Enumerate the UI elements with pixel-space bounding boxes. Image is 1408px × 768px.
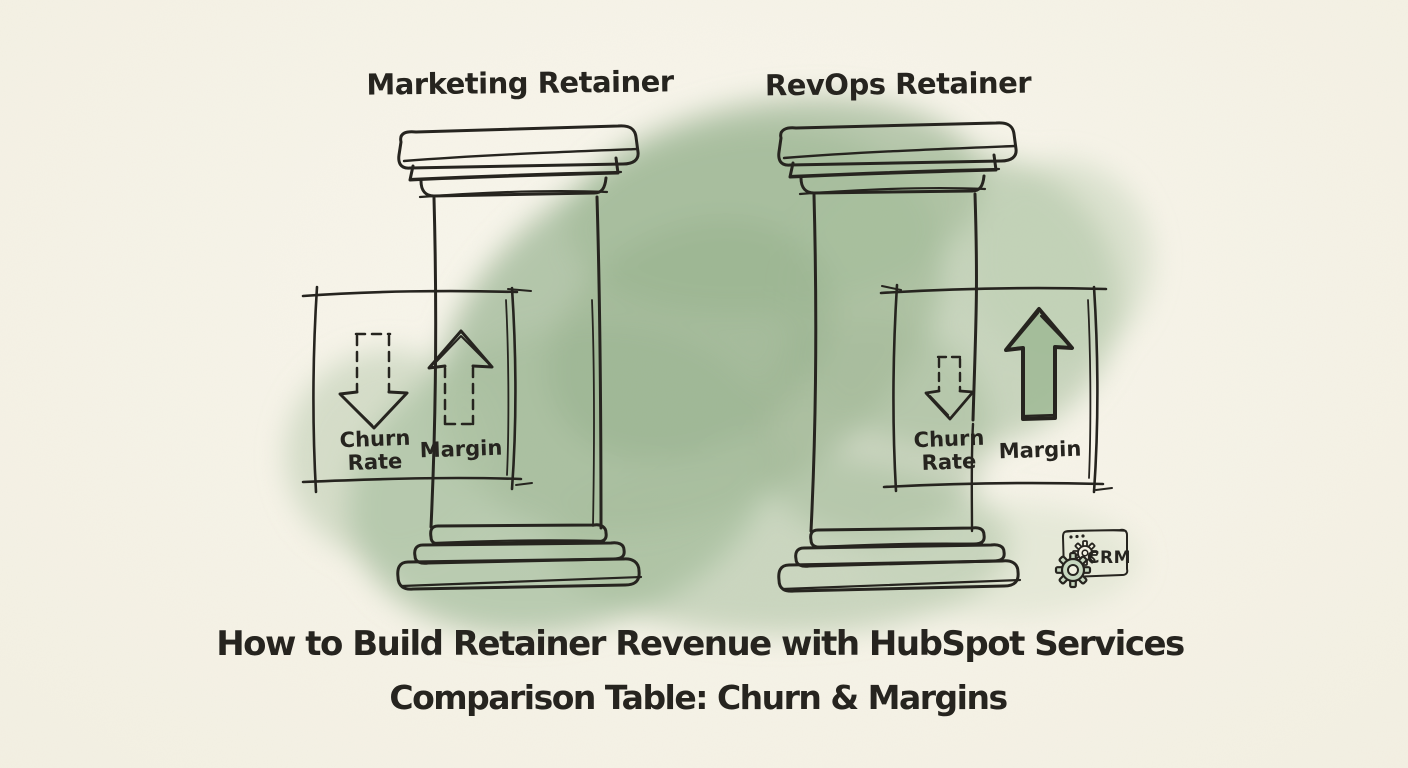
left-margin-label: Margin — [419, 435, 503, 463]
left-pillar-drawing — [396, 124, 643, 591]
left-margin-up-arrow-icon — [427, 329, 494, 426]
caption-line1: How to Build Retainer Revenue with HubSp… — [216, 624, 1185, 664]
right-margin-label: Margin — [998, 436, 1082, 464]
left-metrics-box — [301, 285, 533, 494]
caption-line2: Comparison Table: Churn & Margins — [389, 678, 1008, 717]
left-shaft — [429, 196, 438, 529]
crm-badge-label: CRM — [1087, 548, 1131, 568]
right-pillar-drawing — [777, 121, 1022, 593]
left-churn-label: Churn Rate — [339, 426, 410, 475]
right-pillar-title: RevOps Retainer — [764, 65, 1032, 103]
right-metrics-box — [879, 283, 1113, 494]
right-shaft — [809, 193, 818, 533]
crm-badge — [1054, 528, 1129, 589]
left-churn-label-line2: Rate — [347, 449, 403, 475]
left-pillar-title: Marketing Retainer — [366, 64, 674, 102]
right-churn-down-arrow-icon — [924, 355, 975, 421]
large-gear-icon — [1054, 551, 1092, 589]
left-capital — [397, 124, 640, 170]
left-churn-down-arrow-icon — [338, 332, 409, 430]
right-churn-label: Churn Rate — [913, 426, 984, 475]
right-capital — [777, 121, 1018, 167]
right-margin-up-arrow-icon — [1004, 307, 1074, 421]
right-box-frame — [879, 283, 1113, 494]
left-box-frame — [301, 285, 533, 494]
crm-window-icon — [1062, 528, 1129, 579]
right-churn-label-line2: Rate — [921, 449, 977, 475]
